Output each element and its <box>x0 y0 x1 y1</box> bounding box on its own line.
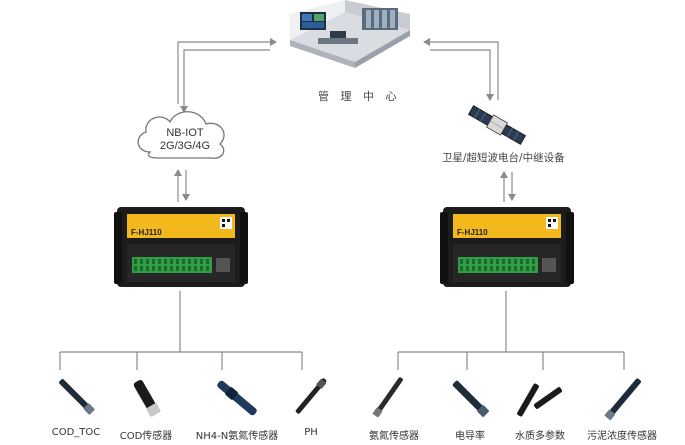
probe-icon <box>517 383 563 417</box>
satellite-label: 卫星/超短波电台/中继设备 <box>442 152 565 164</box>
probe-icon <box>372 377 403 418</box>
sensor-label: PH <box>304 427 318 438</box>
bus-lines-right <box>397 291 625 370</box>
link-center-cloud <box>177 38 277 113</box>
datalogger-device-right <box>440 207 574 287</box>
cloud-label: NB-IOT 2G/3G/4G <box>150 127 220 153</box>
probe-icon <box>604 378 641 421</box>
cloud-label-line2: 2G/3G/4G <box>159 140 211 152</box>
datalogger-device-left <box>114 207 248 287</box>
probe-icon <box>452 380 490 418</box>
probe-icon <box>217 380 257 416</box>
probe-icon <box>295 378 327 414</box>
cloud-icon <box>137 111 225 159</box>
control-room-icon <box>290 0 410 68</box>
satellite-icon <box>467 105 527 145</box>
sensor-label: 氨氮传感器 <box>369 431 419 442</box>
sensor-label: 污泥浓度传感器 <box>587 431 657 442</box>
probe-icon <box>133 380 161 417</box>
probe-icon <box>59 379 95 415</box>
device-model-right: F-HJ110 <box>457 228 488 237</box>
sensor-label: NH4-N氨氮传感器 <box>195 431 279 442</box>
link-satellite-device-right <box>500 171 516 202</box>
sensor-label: 水质多参数 <box>515 431 565 442</box>
sensor-label: COD传感器 <box>119 431 173 442</box>
sensor-label: 电导率 <box>455 431 485 442</box>
link-cloud-device-left <box>174 169 190 202</box>
bus-lines-left <box>59 291 303 370</box>
sensor-label: COD_TOC <box>51 427 101 438</box>
link-center-satellite <box>423 38 499 101</box>
cloud-label-line1: NB-IOT <box>166 127 204 139</box>
management-center-label: 管 理 中 心 <box>318 90 401 103</box>
device-model-left: F-HJ110 <box>131 228 162 237</box>
